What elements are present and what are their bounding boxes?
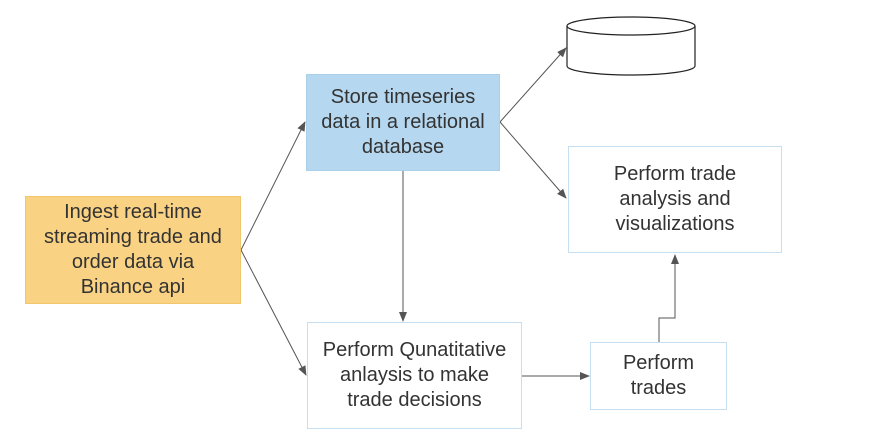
analysis-node: Perform trade analysis and visualization… [568, 146, 782, 253]
trades-node: Perform trades [590, 342, 727, 410]
ingest-node-label: Ingest real-time streaming trade and ord… [44, 201, 222, 298]
analysis-node-label: Perform trade analysis and visualization… [613, 163, 737, 235]
quant-node-label: Perform Qunatitative anlaysis to make tr… [322, 339, 507, 411]
arrow-ingest-to-quant [240, 249, 307, 376]
store-node-label: Store timeseries data in a relational da… [321, 86, 485, 158]
arrow-trades-to-analysis [658, 254, 679, 342]
store-node: Store timeseries data in a relational da… [306, 74, 500, 171]
database-cylinder-icon [566, 16, 696, 76]
trades-node-label: Perform trades [622, 352, 695, 399]
arrow-store-to-analysis [499, 121, 567, 199]
quant-node: Perform Qunatitative anlaysis to make tr… [307, 322, 522, 429]
ingest-node: Ingest real-time streaming trade and ord… [25, 196, 241, 304]
arrow-store-to-database [499, 47, 567, 123]
arrow-ingest-to-store [240, 121, 306, 251]
